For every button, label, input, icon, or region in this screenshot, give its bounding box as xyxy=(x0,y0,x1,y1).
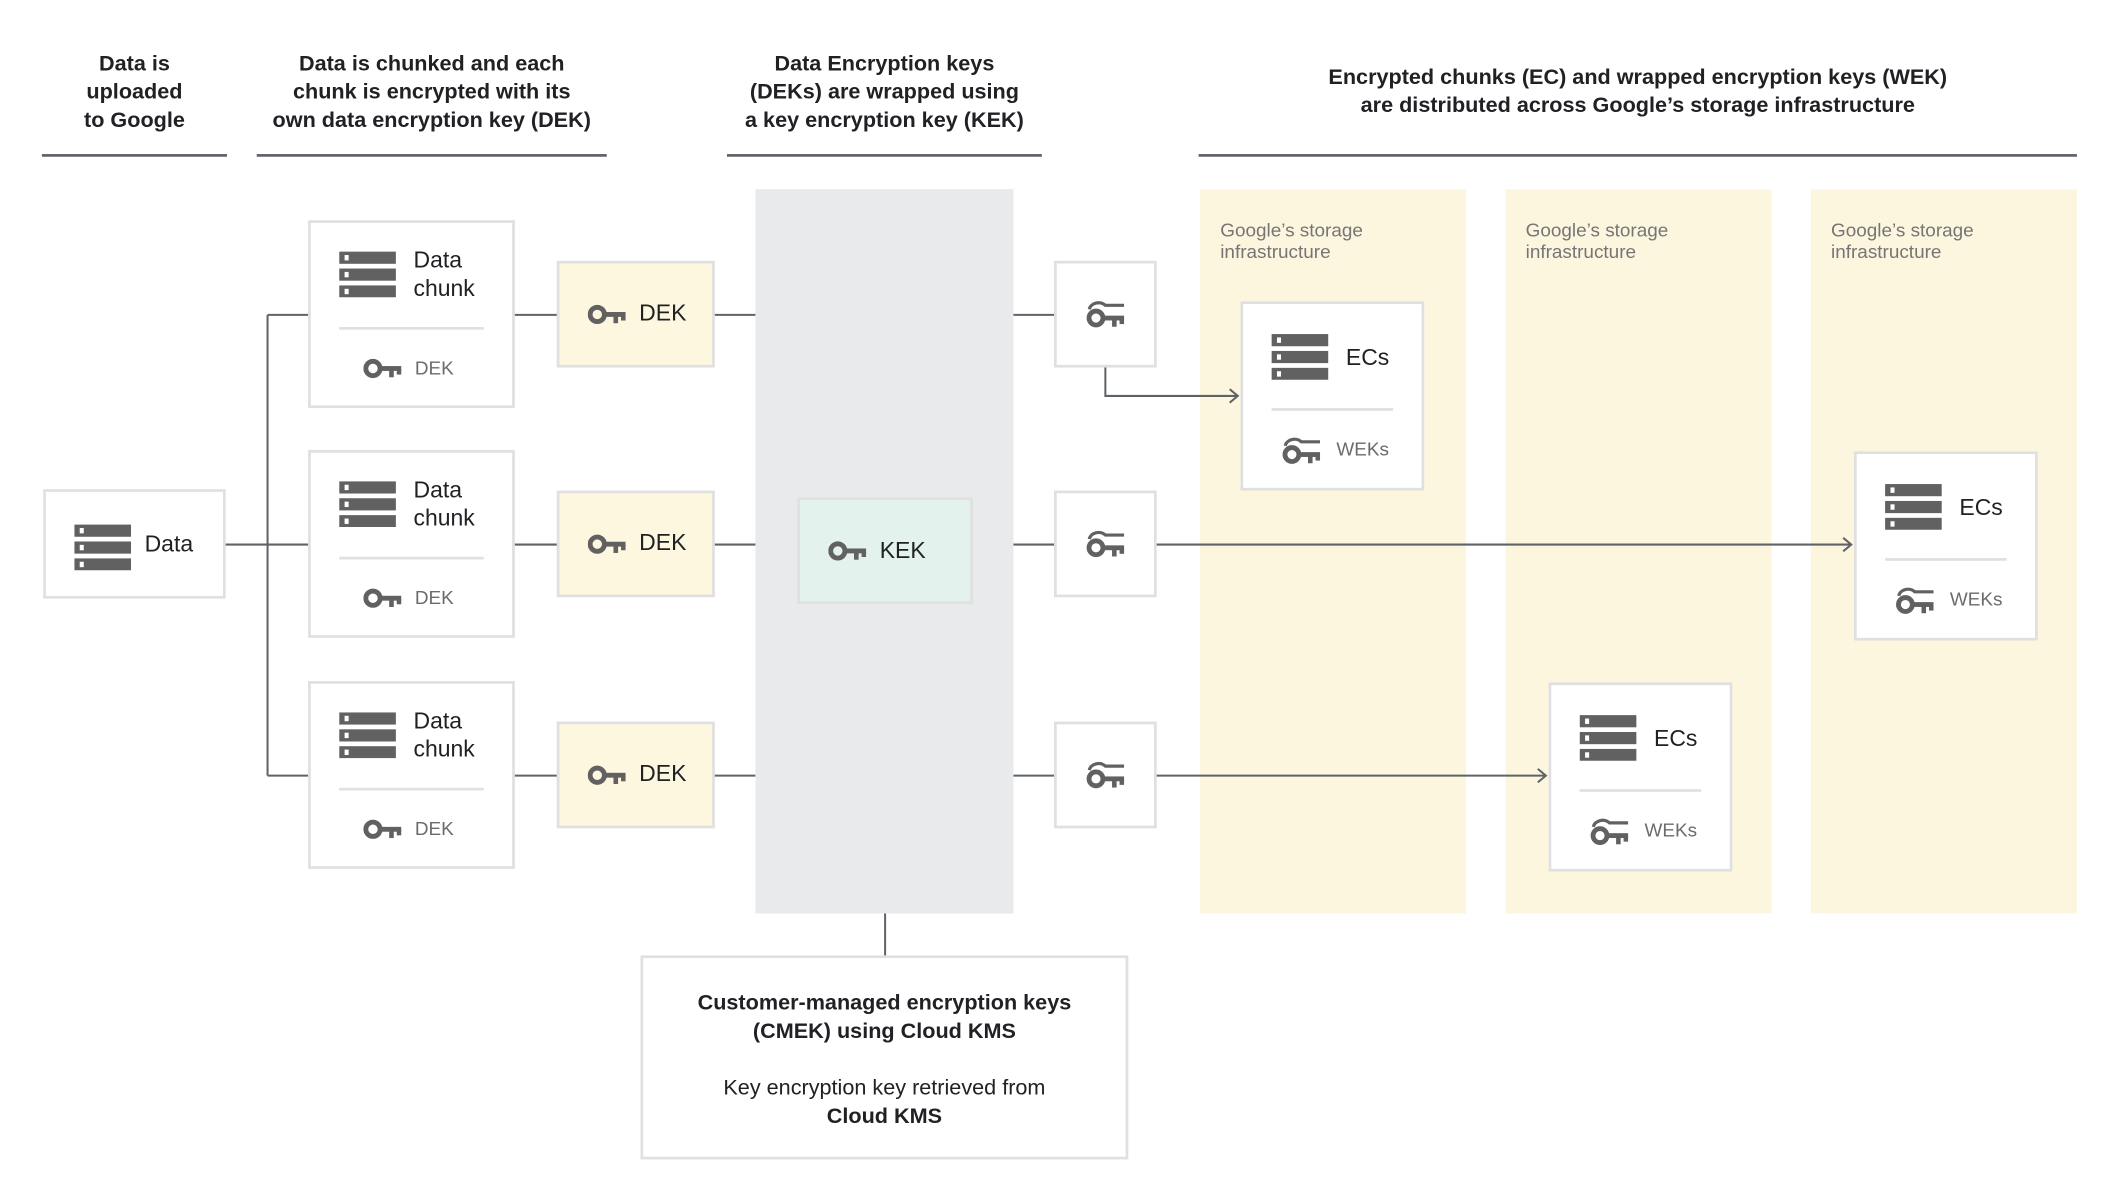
cmek-body-bold: Cloud KMS xyxy=(826,1105,943,1129)
key-icon xyxy=(363,358,402,379)
cmek-title: Customer-managed encryption keys (CMEK) … xyxy=(697,991,1072,1044)
server-stack-icon xyxy=(1271,334,1329,381)
ec-label: ECs xyxy=(1959,494,2003,521)
ec-label: ECs xyxy=(1345,344,1390,371)
divider xyxy=(339,787,484,791)
cmek-box: Customer-managed encryption keys (CMEK) … xyxy=(640,955,1129,1160)
kek-box xyxy=(797,497,973,605)
storage-column-label: Google’s storage infrastructure xyxy=(1525,218,1669,263)
wek-label: WEKs xyxy=(1949,587,2003,610)
ec-box xyxy=(1548,682,1733,872)
server-stack-icon xyxy=(339,251,396,298)
dek-label: DEK xyxy=(639,760,687,787)
header-underline xyxy=(256,154,607,157)
key-icon xyxy=(363,819,402,839)
divider xyxy=(1579,789,1702,792)
divider xyxy=(339,556,484,560)
storage-column-label: Google’s storage infrastructure xyxy=(1831,218,1974,263)
key-icon xyxy=(587,534,626,554)
server-stack-icon xyxy=(1579,715,1637,762)
dek-label: DEK xyxy=(639,299,687,326)
header-underline xyxy=(1198,154,2077,157)
wrapped-key-icon xyxy=(1086,761,1125,789)
wek-label: WEKs xyxy=(1336,437,1389,460)
chunk-dek-label: DEK xyxy=(414,586,454,609)
divider xyxy=(339,327,484,330)
data-chunk-box xyxy=(308,449,515,638)
divider xyxy=(1271,408,1394,411)
kek-label: KEK xyxy=(879,537,926,564)
data-chunk-box xyxy=(308,681,515,869)
wrapped-key-icon xyxy=(1086,301,1125,328)
dek-box xyxy=(556,260,715,368)
arrowhead xyxy=(1537,768,1548,784)
data-chunk-box xyxy=(308,220,515,409)
data-chunk-label: Data chunk xyxy=(413,708,475,763)
step-header: Data is uploaded to Google xyxy=(84,52,185,133)
key-icon xyxy=(828,541,867,561)
step-header: Data Encryption keys (DEKs) are wrapped … xyxy=(745,52,1024,133)
server-stack-icon xyxy=(339,712,396,759)
ec-box xyxy=(1240,301,1425,491)
chunk-dek-label: DEK xyxy=(414,817,454,840)
wrapped-key-box xyxy=(1054,490,1157,598)
arrowhead xyxy=(1229,388,1240,404)
data-chunk-label: Data chunk xyxy=(413,247,475,302)
server-stack-icon xyxy=(339,481,396,528)
data-chunk-label: Data chunk xyxy=(413,477,475,532)
chunk-dek-label: DEK xyxy=(414,356,454,379)
wrapped-key-box xyxy=(1054,721,1157,829)
wek-label: WEKs xyxy=(1644,818,1698,841)
server-stack-icon xyxy=(1885,484,1942,531)
wrapped-key-icon xyxy=(1086,530,1125,558)
header-underline xyxy=(726,154,1042,157)
dek-label: DEK xyxy=(639,529,687,556)
dek-box xyxy=(556,490,715,598)
key-icon xyxy=(363,588,402,608)
ec-label: ECs xyxy=(1653,725,1698,752)
ec-box xyxy=(1853,451,2038,641)
storage-column-label: Google’s storage infrastructure xyxy=(1220,218,1363,263)
wrapped-key-icon xyxy=(1590,818,1629,845)
key-icon xyxy=(587,304,626,325)
dek-box xyxy=(556,721,715,829)
cmek-body: Key encryption key retrieved from xyxy=(723,1076,1046,1100)
arrowhead xyxy=(1842,537,1853,553)
step-header: Data is chunked and each chunk is encryp… xyxy=(272,52,591,133)
arrow-to-storage-1 xyxy=(1104,367,1238,397)
wrapped-key-icon xyxy=(1896,587,1934,614)
data-label: Data xyxy=(144,531,194,557)
header-underline xyxy=(41,154,228,157)
server-stack-icon xyxy=(74,524,132,571)
data-box xyxy=(43,489,226,599)
step-header: Encrypted chunks (EC) and wrapped encryp… xyxy=(1328,66,1948,118)
divider xyxy=(1885,558,2007,561)
wrapped-key-icon xyxy=(1282,437,1321,464)
wrapped-key-box xyxy=(1054,260,1157,368)
key-icon xyxy=(587,765,626,785)
